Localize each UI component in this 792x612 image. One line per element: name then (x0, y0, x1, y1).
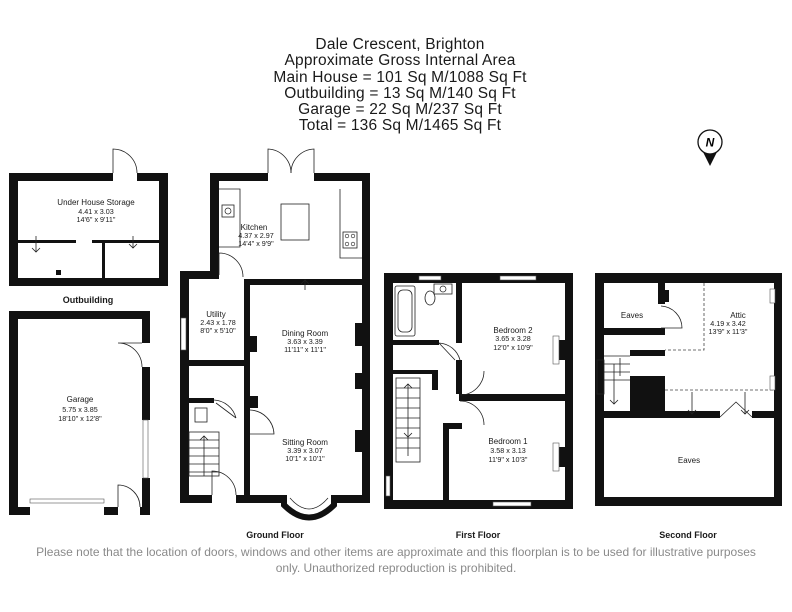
plan-header: Dale Crescent, Brighton Approximate Gros… (200, 36, 600, 135)
first-floor-plan (384, 273, 573, 509)
ground-floor-label: Ground Floor (246, 530, 304, 540)
under-house-storage-imperial: 14'6" x 9'11" (77, 215, 116, 224)
first-floor-label: First Floor (456, 530, 501, 540)
attic-metric: 4.19 x 3.42 (710, 319, 746, 328)
main-house-area: Main House = 101 Sq M/1088 Sq Ft (273, 68, 527, 86)
area-subtitle: Approximate Gross Internal Area (284, 52, 516, 70)
utility-metric: 2.43 x 1.78 (200, 318, 236, 327)
kitchen-metric: 4.37 x 2.97 (238, 231, 274, 240)
total-area: Total = 136 Sq M/1465 Sq Ft (298, 117, 502, 135)
bedroom-1-metric: 3.58 x 3.13 (490, 446, 526, 455)
second-floor-label: Second Floor (659, 530, 717, 540)
under-house-storage-metric: 4.41 x 3.03 (78, 207, 114, 216)
eaves-bottom-label: Eaves (678, 456, 700, 465)
utility-imperial: 8'0" x 5'10" (200, 326, 236, 335)
garage-label: Garage (67, 395, 94, 404)
address-title: Dale Crescent, Brighton (315, 36, 485, 53)
garage-metric: 5.75 x 3.85 (62, 405, 98, 414)
sitting-room-label: Sitting Room (282, 438, 328, 447)
sitting-room-imperial: 10'1" x 10'1" (285, 454, 325, 463)
utility-label: Utility (206, 310, 226, 319)
eaves-top-label: Eaves (621, 311, 643, 320)
second-floor-plan (595, 273, 782, 506)
kitchen-imperial: 14'4" x 9'9" (238, 239, 274, 248)
attic-label: Attic (730, 311, 746, 320)
bedroom-2-label: Bedroom 2 (493, 326, 533, 335)
attic-imperial: 13'9" x 11'3" (709, 327, 748, 336)
bedroom-2-imperial: 12'0" x 10'9" (493, 343, 533, 352)
compass-icon: N (697, 129, 723, 166)
dining-room-metric: 3.63 x 3.39 (287, 337, 323, 346)
garage-area: Garage = 22 Sq M/237 Sq Ft (298, 101, 502, 119)
bedroom-1-label: Bedroom 1 (488, 437, 528, 446)
under-house-storage-label: Under House Storage (57, 198, 135, 207)
ground-floor-plan (180, 148, 370, 521)
disclaimer-text: Please note that the location of doors, … (36, 545, 756, 575)
bedroom-1-imperial: 11'9" x 10'3" (489, 455, 528, 464)
dining-room-imperial: 11'11" x 11'1" (284, 345, 326, 354)
garage-plan (9, 311, 151, 516)
compass-letter: N (706, 136, 715, 150)
outbuilding-area: Outbuilding = 13 Sq M/140 Sq Ft (284, 84, 516, 102)
garage-imperial: 18'10" x 12'8" (58, 414, 102, 423)
outbuilding-floor-label: Outbuilding (63, 295, 113, 305)
bedroom-2-metric: 3.65 x 3.28 (495, 334, 531, 343)
sitting-room-metric: 3.39 x 3.07 (287, 446, 323, 455)
outbuilding-plan (9, 148, 168, 286)
kitchen-label: Kitchen (241, 223, 268, 232)
dining-room-label: Dining Room (282, 329, 329, 338)
